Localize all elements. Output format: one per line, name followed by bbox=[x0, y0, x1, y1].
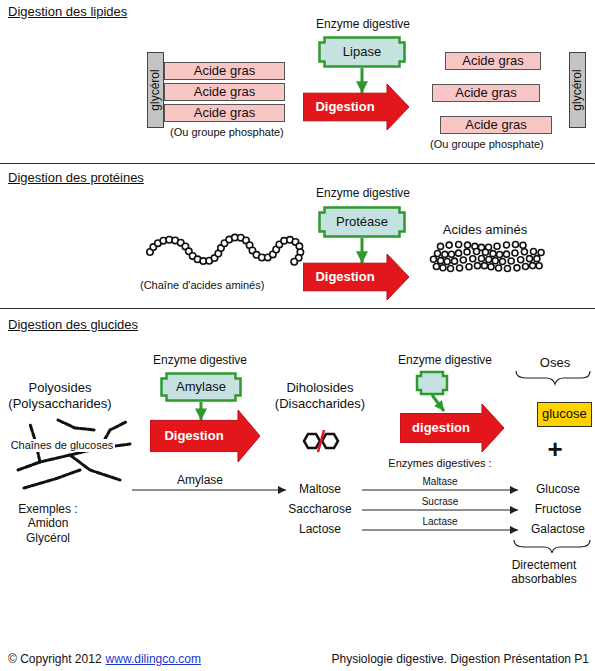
arrow-label: digestion bbox=[400, 421, 482, 436]
note: Directement absorbables bbox=[496, 558, 592, 587]
enzyme-name: Sucrase bbox=[422, 496, 459, 508]
monosaccharide-name: Galactose bbox=[531, 522, 585, 536]
copyright: © Copyright 2012 bbox=[8, 652, 102, 666]
section-heading: Digestion des lipides bbox=[8, 4, 127, 20]
glycerol-box: glycérol bbox=[147, 52, 164, 128]
section-separator bbox=[0, 163, 595, 164]
disaccharide-name: Maltose bbox=[299, 482, 341, 496]
digestion-arrow: digestion bbox=[400, 404, 504, 452]
section-heading: Digestion des protéines bbox=[8, 170, 144, 186]
box-label: Lipase bbox=[343, 45, 381, 60]
glucose-box: glucose bbox=[537, 402, 592, 427]
enzyme-name: Amylase bbox=[177, 473, 223, 487]
section-heading: Digestion des glucides bbox=[8, 317, 138, 333]
arrow-label: Digestion bbox=[303, 270, 387, 285]
substrate-label: Diholosides (Disaccharides) bbox=[268, 380, 372, 411]
enzyme-box: Protéase bbox=[318, 206, 406, 238]
arrow-label: Digestion bbox=[303, 100, 387, 115]
note: (Chaîne d'acides aminés) bbox=[140, 279, 264, 292]
reaction-arrow bbox=[362, 510, 518, 511]
fatty-acid-box: Acide gras bbox=[440, 116, 552, 134]
reaction-arrow bbox=[362, 530, 518, 531]
enzyme-caption: Enzyme digestive bbox=[153, 353, 247, 367]
glucose-chains bbox=[18, 420, 130, 488]
enzyme-box: Amylase bbox=[160, 372, 242, 402]
fatty-acid-box: Acide gras bbox=[432, 84, 540, 102]
substrate-label: Polyosides (Polysaccharides) bbox=[4, 380, 116, 411]
box-label: Acide gras bbox=[462, 54, 523, 69]
fatty-acid-box: Acide gras bbox=[164, 104, 285, 122]
section-separator bbox=[0, 308, 595, 309]
box-label: Amylase bbox=[176, 380, 226, 395]
enzyme-action-arrow bbox=[200, 402, 203, 420]
note: (Ou groupe phosphate) bbox=[170, 126, 284, 139]
enzyme-name: Maltase bbox=[422, 476, 457, 488]
note: (Ou groupe phosphate) bbox=[430, 138, 544, 151]
enzyme-action-arrow bbox=[361, 238, 364, 263]
footer-text: Physiologie digestive. Digestion Présent… bbox=[332, 652, 589, 666]
digestion-arrow: Digestion bbox=[303, 84, 409, 130]
arrow-label: Digestion bbox=[150, 429, 238, 444]
brace bbox=[514, 540, 590, 553]
brace bbox=[516, 371, 590, 384]
disaccharide-icon bbox=[304, 430, 338, 452]
box-label: glucose bbox=[542, 407, 587, 422]
reaction-arrow bbox=[132, 490, 286, 491]
enzyme-action-arrow bbox=[361, 68, 364, 93]
amino-acid-chain bbox=[147, 234, 304, 265]
example-list: Exemples : Amidon Glycérol bbox=[10, 502, 86, 545]
reaction-arrow bbox=[362, 490, 518, 491]
product-heading: Oses bbox=[540, 355, 570, 371]
box-label: Acide gras bbox=[194, 106, 255, 121]
enzyme-box bbox=[417, 372, 447, 411]
box-label: Acide gras bbox=[194, 64, 255, 79]
enzyme-caption: Enzyme digestive bbox=[398, 353, 492, 367]
monosaccharide-name: Fructose bbox=[535, 502, 582, 516]
digestion-arrow: Digestion bbox=[150, 410, 260, 462]
enzyme-caption: Enzymes digestives : bbox=[388, 457, 491, 470]
enzyme-caption: Enzyme digestive bbox=[316, 186, 410, 200]
plus-sign: + bbox=[547, 434, 562, 465]
box-label: glycérol bbox=[571, 69, 585, 110]
box-label: Acide gras bbox=[194, 85, 255, 100]
glycerol-box: glycérol bbox=[569, 52, 586, 128]
product-label: Acides aminés bbox=[443, 222, 528, 238]
website-link: www.dilingco.com bbox=[106, 652, 201, 666]
fatty-acid-box: Acide gras bbox=[445, 52, 541, 70]
disaccharide-name: Lactose bbox=[299, 522, 341, 536]
box-label: Protéase bbox=[336, 215, 388, 230]
disaccharide-name: Saccharose bbox=[288, 502, 351, 516]
box-label: glycérol bbox=[149, 69, 163, 110]
illustration-label: Chaînes de glucoses bbox=[9, 439, 116, 452]
box-label: Acide gras bbox=[455, 86, 516, 101]
digestion-arrow: Digestion bbox=[303, 254, 409, 300]
monosaccharide-name: Glucose bbox=[536, 482, 580, 496]
fatty-acid-box: Acide gras bbox=[164, 83, 285, 101]
enzyme-name: Lactase bbox=[422, 516, 457, 528]
amino-acids bbox=[430, 242, 544, 272]
box-label: Acide gras bbox=[465, 118, 526, 133]
enzyme-caption: Enzyme digestive bbox=[316, 17, 410, 31]
fatty-acid-box: Acide gras bbox=[164, 62, 285, 80]
enzyme-box: Lipase bbox=[318, 36, 406, 68]
